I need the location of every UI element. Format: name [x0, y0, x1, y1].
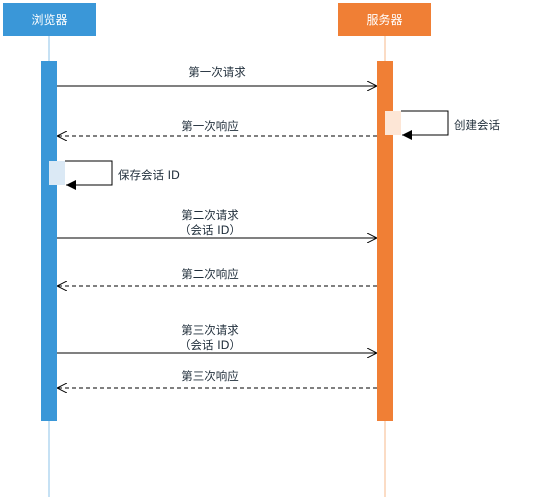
participant-browser-box [3, 3, 96, 36]
browser-self-activation [49, 161, 65, 185]
participant-browser: 浏览器 [3, 3, 96, 36]
message-third-request-label: 第三次请求 [181, 323, 239, 337]
self-call-create-session-label: 创建会话 [454, 118, 500, 132]
self-call-create-session-arrow [401, 110, 449, 140]
message-first-response: 第一次响应 [57, 119, 377, 136]
message-second-response-label: 第二次响应 [181, 267, 239, 281]
browser-activation-bar [41, 61, 57, 421]
message-first-request-label: 第一次请求 [188, 65, 246, 79]
message-second-response: 第二次响应 [57, 267, 377, 286]
self-call-save-session-label: 保存会话 ID [118, 168, 180, 182]
participant-server-label: 服务器 [366, 12, 402, 27]
server-activation-bar [377, 61, 393, 421]
message-second-request: 第二次请求 （会话 ID） [57, 208, 377, 238]
participant-browser-label: 浏览器 [31, 12, 67, 27]
self-call-save-session-arrow [65, 160, 113, 190]
message-first-request: 第一次请求 [57, 65, 377, 86]
message-first-response-label: 第一次响应 [181, 119, 239, 133]
message-second-request-label: 第二次请求 [181, 208, 239, 222]
message-third-request: 第三次请求 （会话 ID） [57, 323, 377, 353]
message-third-response: 第三次响应 [57, 369, 377, 388]
message-third-response-label: 第三次响应 [181, 369, 239, 383]
self-call-create-session: 创建会话 [385, 110, 500, 140]
participant-server: 服务器 [338, 3, 431, 36]
participant-server-box [338, 3, 431, 36]
message-second-request-sublabel: （会话 ID） [179, 223, 241, 237]
server-self-activation [385, 111, 401, 135]
self-call-save-session: 保存会话 ID [49, 160, 180, 190]
message-third-request-sublabel: （会话 ID） [179, 338, 241, 352]
